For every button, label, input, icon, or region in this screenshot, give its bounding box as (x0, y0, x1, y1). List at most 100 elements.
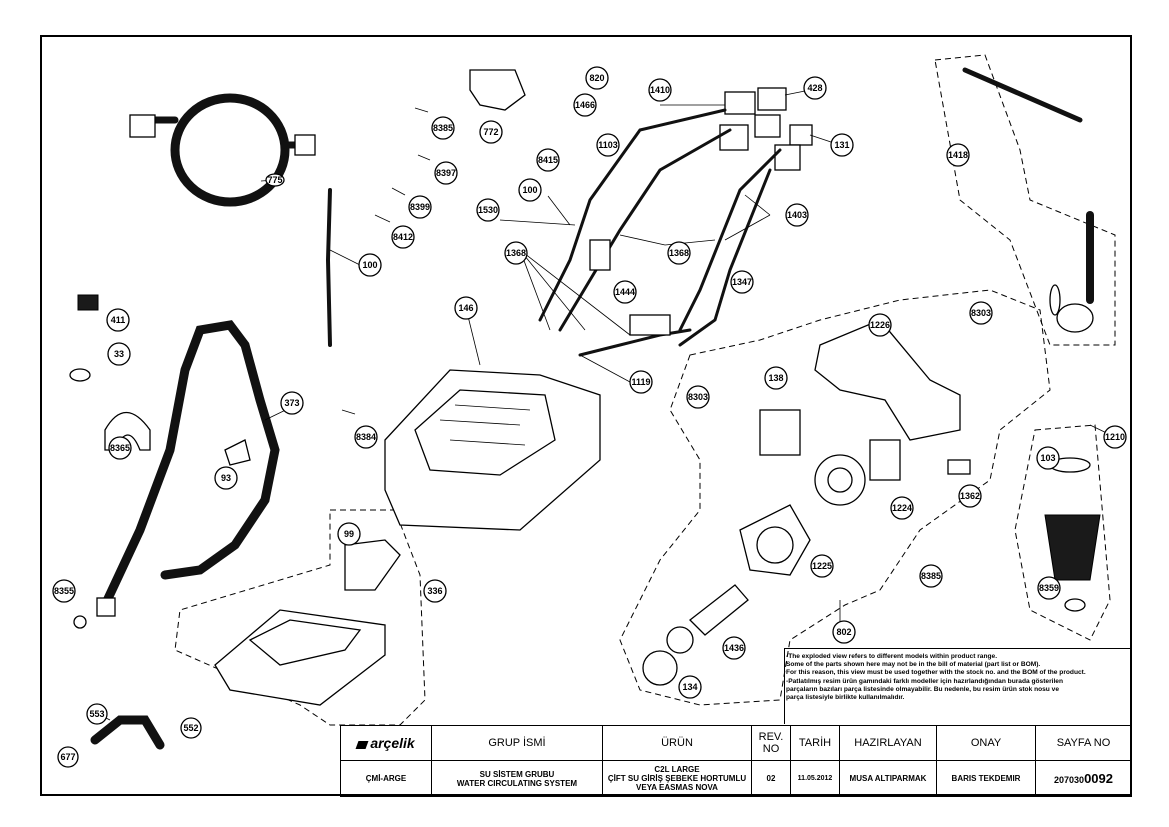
callout-1466: 1466 (573, 93, 597, 117)
boundary-bellows (1014, 424, 1111, 641)
svg-text:1368: 1368 (506, 248, 526, 258)
rev-number: 02 (751, 760, 791, 797)
svg-text:820: 820 (589, 73, 604, 83)
callout-1210: 1210 (1103, 425, 1127, 449)
svg-text:336: 336 (427, 586, 442, 596)
callout-1226: 1226 (868, 313, 892, 337)
bellows-8359 (1044, 457, 1101, 612)
date-header: TARİH (790, 725, 840, 761)
callout-103: 103 (1036, 446, 1060, 470)
page-header: SAYFA NO (1035, 725, 1132, 761)
svg-text:99: 99 (344, 529, 354, 539)
callout-1444: 1444 (613, 280, 637, 304)
svg-text:802: 802 (836, 627, 851, 637)
svg-text:138: 138 (768, 373, 783, 383)
callout-100b: 100 (518, 178, 542, 202)
svg-text:100: 100 (362, 260, 377, 270)
callout-131: 131 (830, 133, 854, 157)
callout-99: 99 (337, 522, 361, 546)
hose-553 (90, 715, 165, 750)
inlet-hose-775 (129, 93, 316, 207)
page-suffix: 0092 (1084, 771, 1113, 786)
svg-text:1119: 1119 (631, 377, 650, 387)
svg-text:1103: 1103 (598, 140, 618, 150)
brand-name: arçelik (370, 735, 415, 751)
dispenser-housing-146 (384, 369, 601, 531)
inlet-hose-1418 (962, 67, 1094, 333)
svg-text:1410: 1410 (650, 85, 670, 95)
rev-header: REV. NO (751, 725, 791, 761)
note-line: parçaların bazıları parça listesinde olm… (786, 685, 1059, 693)
svg-text:1224: 1224 (892, 503, 912, 513)
svg-text:1225: 1225 (812, 561, 832, 571)
svg-text:1362: 1362 (960, 491, 980, 501)
detergent-drawer-336 (214, 539, 401, 706)
callout-93: 93 (214, 466, 238, 490)
tube-100 (325, 188, 332, 347)
clamp-8355 (73, 615, 87, 629)
callout-100: 100 (358, 253, 382, 277)
note-line: -The exploded view refers to different m… (786, 653, 998, 660)
svg-text:373: 373 (284, 398, 299, 408)
callout-1436: 1436 (722, 636, 746, 660)
callout-820: 820 (585, 66, 609, 90)
exploded-view-notes: -The exploded view refers to different m… (786, 653, 1132, 702)
approved-by: BARIS TEKDEMIR (936, 760, 1036, 797)
svg-text:411: 411 (111, 315, 126, 325)
svg-text:8359: 8359 (1039, 583, 1059, 593)
svg-text:552: 552 (183, 723, 198, 733)
callout-146: 146 (454, 296, 478, 320)
callout-8303: 8303 (969, 301, 993, 325)
note-line: Some of the parts shown here may not be … (786, 661, 1041, 669)
callout-1347: 1347 (730, 270, 754, 294)
callout-552: 552 (180, 717, 202, 739)
callout-1403: 1403 (785, 203, 809, 227)
svg-text:100: 100 (522, 185, 537, 195)
callout-1418: 1418 (946, 143, 970, 167)
boundary-inlet-hose (934, 54, 1116, 346)
callout-134: 134 (678, 675, 702, 699)
svg-text:775: 775 (267, 175, 282, 185)
callout-553: 553 (86, 703, 108, 725)
page-number: 2070300092 (1035, 760, 1132, 797)
svg-text:146: 146 (458, 303, 473, 313)
svg-text:553: 553 (89, 709, 104, 719)
svg-text:8412: 8412 (393, 232, 413, 242)
svg-text:1530: 1530 (478, 205, 498, 215)
svg-text:8385: 8385 (921, 571, 941, 581)
clip-93 (224, 439, 251, 466)
svg-text:1466: 1466 (575, 100, 595, 110)
clip-411 (77, 294, 99, 311)
pump-assembly (642, 319, 971, 686)
date-value: 11.05.2012 (790, 760, 840, 797)
callout-1368b: 1368 (667, 241, 691, 265)
svg-text:8399: 8399 (410, 202, 430, 212)
svg-text:8397: 8397 (436, 168, 456, 178)
callout-772: 772 (479, 120, 503, 144)
svg-text:772: 772 (483, 127, 498, 137)
svg-text:1418: 1418 (948, 150, 968, 160)
callout-8399: 8399 (408, 195, 432, 219)
inlet-valves (719, 87, 813, 171)
callout-8385b: 8385 (919, 564, 943, 588)
svg-text:8365: 8365 (110, 443, 130, 453)
group-name-tr: SU SİSTEM GRUBU (479, 769, 555, 779)
boundary-pump (619, 289, 1051, 706)
approval-header: ONAY (936, 725, 1036, 761)
note-line: parça listesiyle birlikte kullanılmalıdı… (786, 694, 905, 702)
svg-text:8384: 8384 (356, 432, 376, 442)
callout-8397: 8397 (434, 161, 458, 185)
department-code: ÇMİ-ARGE (340, 760, 432, 797)
callout-775: 775 (265, 173, 285, 187)
page-prefix: 207030 (1054, 775, 1085, 785)
leader-lines (99, 87, 1116, 721)
callout-373: 373 (280, 391, 304, 415)
callout-677: 677 (57, 746, 79, 768)
product-header: ÜRÜN (602, 725, 752, 761)
title-block: arçelik GRUP İSMİ ÜRÜN REV. NO TARİH HAZ… (340, 725, 1132, 797)
product-line-1: C2L LARGE (654, 765, 700, 774)
callout-1225: 1225 (810, 554, 834, 578)
